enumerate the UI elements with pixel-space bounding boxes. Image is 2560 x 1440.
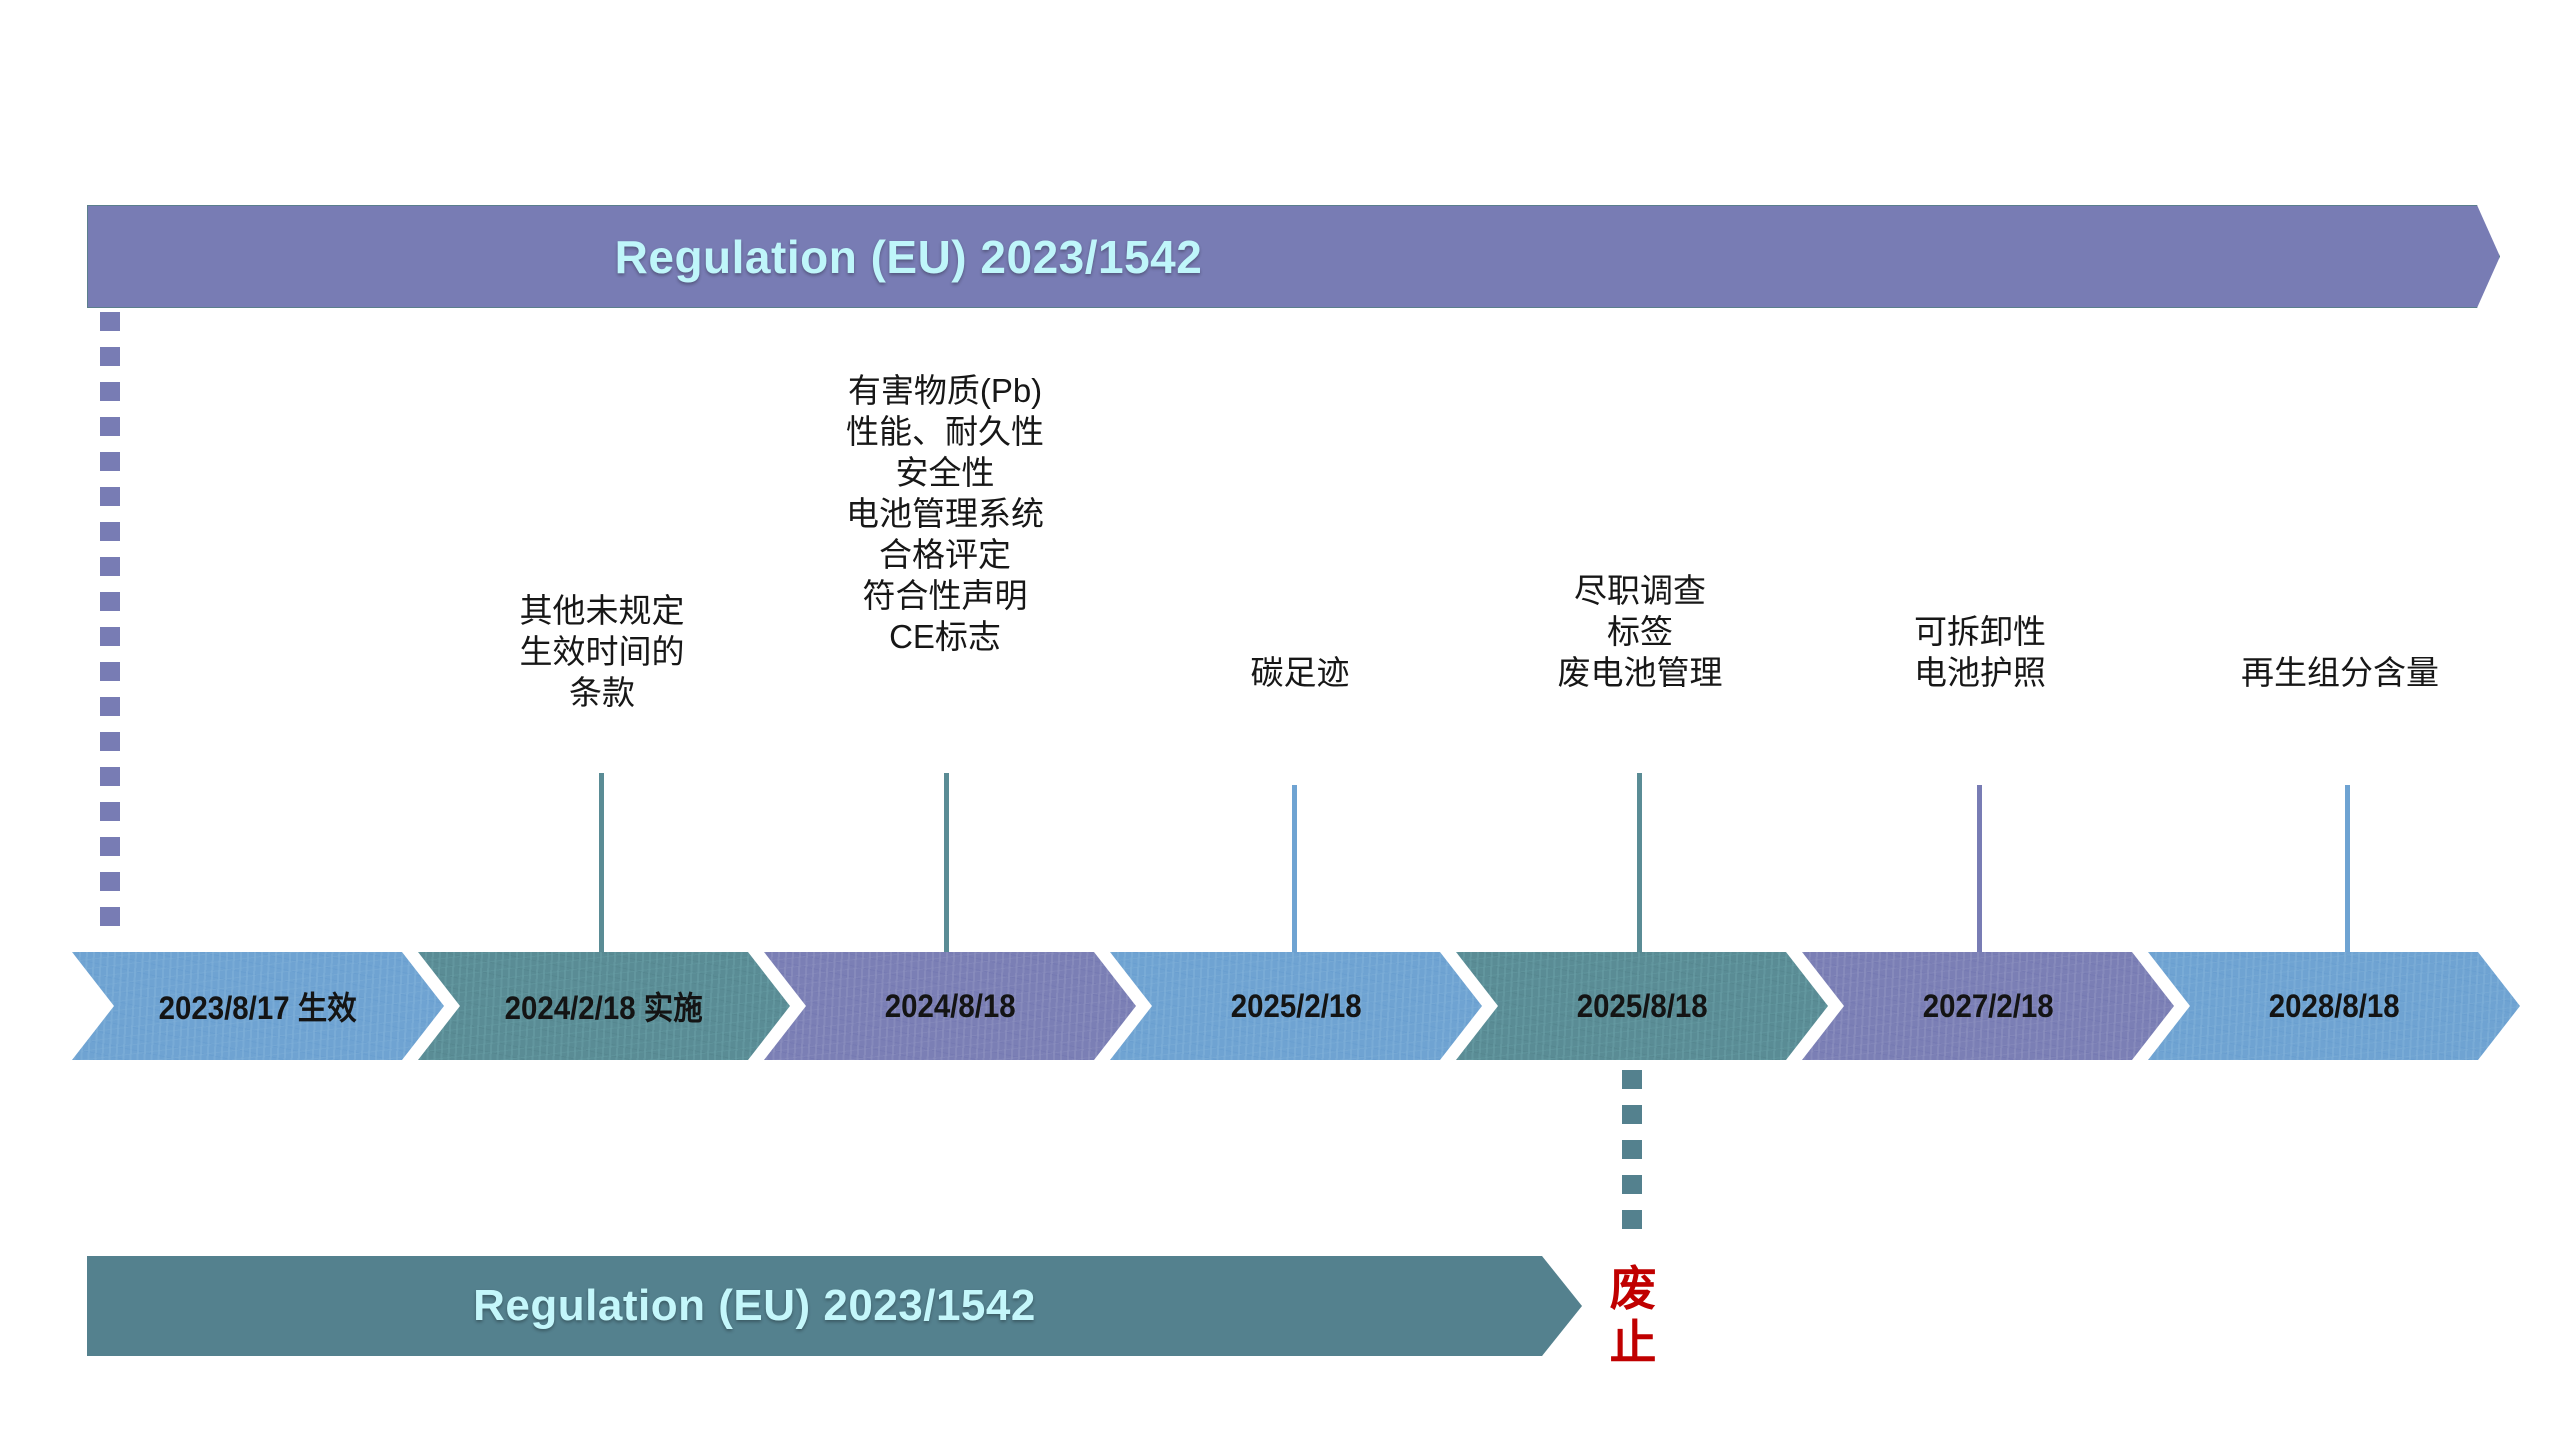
chevron-shape-2 <box>418 952 790 1060</box>
chevron-shape-1 <box>72 952 444 1060</box>
milestone-date-5: 2025/8/18 <box>1576 987 1708 1024</box>
milestone-date-6: 2027/2/18 <box>1922 987 2054 1024</box>
milestone-date-2: 2024/2/18 实施 <box>504 990 704 1026</box>
top-banner-arrow-shape <box>87 205 2500 308</box>
repeal-char-1: 废 <box>1609 1262 1657 1315</box>
bottom-banner-arrow-shape <box>87 1256 1582 1356</box>
milestone-chevron-7[interactable]: 2028/8/18 <box>2148 952 2520 1060</box>
top-banner-title: Regulation (EU) 2023/1542 <box>614 230 1203 283</box>
repeal-char-2: 止 <box>1609 1316 1657 1369</box>
stem-3 <box>944 773 949 955</box>
milestone-chevron-4[interactable]: 2025/2/18 <box>1110 952 1482 1060</box>
milestone-label-2: 其他未规定 生效时间的 条款 <box>519 592 685 711</box>
milestone-date-7: 2028/8/18 <box>2268 987 2400 1024</box>
milestone-date-1: 2023/8/17 生效 <box>158 990 358 1026</box>
milestone-chevron-6[interactable]: 2027/2/18 <box>1802 952 2174 1060</box>
milestone-date-4: 2025/2/18 <box>1230 987 1362 1024</box>
stem-7 <box>2345 785 2350 955</box>
stem-2 <box>599 773 604 955</box>
bottom-banner-title: Regulation (EU) 2023/1542 <box>473 1281 1036 1330</box>
repeal-label: 废 止 <box>1600 1262 1666 1370</box>
milestone-date-3: 2024/8/18 <box>884 987 1016 1024</box>
milestone-label-6: 可拆卸性 电池护照 <box>1914 613 2046 691</box>
top-regulation-banner: Regulation (EU) 2023/1542 <box>87 205 2500 308</box>
chevron-shape-7 <box>2148 952 2520 1060</box>
stem-6 <box>1977 785 1982 955</box>
milestone-chevron-row: 2023/8/17 生效 2024/2/18 实施 2024/8/18 2025… <box>0 952 2560 1060</box>
milestone-label-5: 尽职调查 标签 废电池管理 <box>1557 572 1723 691</box>
chevron-shape-3 <box>764 952 1136 1060</box>
milestone-chevron-5[interactable]: 2025/8/18 <box>1456 952 1828 1060</box>
milestone-chevron-3[interactable]: 2024/8/18 <box>764 952 1136 1060</box>
milestone-chevron-1[interactable]: 2023/8/17 生效 <box>72 952 444 1060</box>
start-dashed-connector <box>100 312 120 942</box>
chevron-shape-5 <box>1456 952 1828 1060</box>
chevron-shape-4 <box>1110 952 1482 1060</box>
milestone-chevron-2[interactable]: 2024/2/18 实施 <box>418 952 790 1060</box>
chevron-shape-6 <box>1802 952 2174 1060</box>
stem-5 <box>1637 773 1642 955</box>
repeal-dashed-connector <box>1622 1070 1642 1245</box>
milestone-label-3: 有害物质(Pb) 性能、耐久性 安全性 电池管理系统 合格评定 符合性声明 CE… <box>846 372 1044 655</box>
milestone-label-4: 碳足迹 <box>1250 654 1350 691</box>
stem-4 <box>1292 785 1297 955</box>
bottom-regulation-banner: Regulation (EU) 2023/1542 <box>87 1256 1582 1356</box>
milestone-label-7: 再生组分含量 <box>2241 654 2439 691</box>
